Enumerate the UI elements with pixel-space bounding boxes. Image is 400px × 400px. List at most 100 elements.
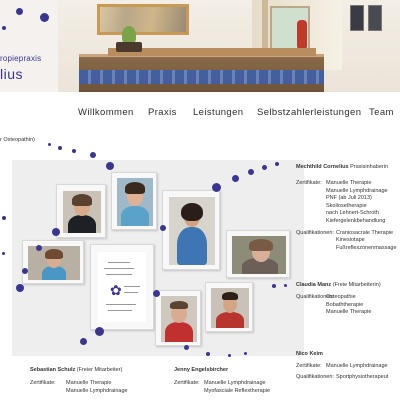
qualification-item: Craniosacrale Therapie [336,229,394,236]
decorative-dot [90,152,96,158]
team-photo [211,288,249,328]
decorative-dot [262,165,267,170]
qualification-item: Osteopathie [326,294,356,301]
decorative-dot [52,228,60,236]
qualification-item: Sportphysiotherapeut [336,373,389,380]
nav-item-team[interactable]: Team [369,107,394,118]
decorative-dot [2,216,6,220]
member-schulz: Sebastian Schulz (Freier Mitarbeiter) Ze… [30,367,160,395]
member-name: Sebastian Schulz [30,367,76,373]
decorative-dot [16,284,24,292]
team-photo [161,296,197,342]
practice-card: ✿ [98,252,146,322]
counter-top [108,48,316,56]
brand-name-line-1[interactable]: ropiepraxis [0,54,42,63]
qualifications-label: Qualifikationen: [296,294,334,301]
wall-painting [97,4,189,35]
decorative-dot [248,169,254,175]
member-cornelius: Mechthild Cornelius Praxisinhaberin Zert… [296,164,400,252]
member-name: Nico Keim [296,351,323,357]
team-photo-collage: ✿ [12,160,304,356]
decorative-dot [244,352,247,355]
qualifications-list: Craniosacrale Therapie Kinesiotape Fußre… [336,230,397,252]
certificate-item: Manuelle Lymphdrainage [326,187,388,194]
decorative-dot [95,327,104,336]
certificate-item: Manuelle Therapie [326,180,372,187]
logo-dot [16,8,23,15]
qualification-item: Fußreflexzonenmassage [336,244,397,251]
nav-item-selbstzahlerleistungen[interactable]: Selbstzahlerleistungen [257,107,362,118]
wall-picture [350,5,364,31]
decorative-dot [58,146,62,150]
photo-frame [226,230,290,278]
certificate-item: Manuelle Lymphdrainage [204,380,266,387]
nav-item-willkommen[interactable]: Willkommen [78,107,134,118]
door-frame [262,0,268,92]
certificate-item: Kiefergelenkbehandlung [326,217,386,224]
photo-frame [155,290,201,346]
certificates-list: Manuelle Lymphdrainage Myofasciale Refle… [204,380,270,395]
team-photo [117,178,153,226]
main-nav: Willkommen Praxis Leistungen Selbstzahle… [0,104,400,124]
member-name: Claudia Manz [296,282,332,288]
desk-lamp [116,42,142,52]
decorative-dot [212,183,221,192]
brand-name-line-2[interactable]: lius [0,66,24,82]
certificate-item: Manuelle Lymphdrainage [326,363,388,370]
red-vase [297,20,307,50]
certificate-item: nach Lehnert-Schroth [326,210,379,217]
team-photo [28,246,80,280]
counter-tiles [79,70,324,84]
decorative-dot [153,290,160,297]
practice-card-frame: ✿ [90,244,154,330]
qualifications-list: Osteopathie Bobaththerapie Manuelle Ther… [326,294,371,316]
photo-frame [56,184,106,238]
certificate-item: PNF (ab Juli 2013) [326,195,372,202]
decorative-dot [284,284,287,287]
decorative-dot [48,143,51,146]
decorative-dot [184,345,189,350]
decorative-dot [275,162,279,166]
nav-item-praxis[interactable]: Praxis [148,107,177,118]
team-photo [232,236,286,274]
qualification-item: Bobaththerapie [326,301,364,308]
member-role: (Freie Mitarbeiterin) [332,282,381,288]
qualification-item: Kinesiotape [336,237,365,244]
certificate-item: Skoliosetherapie [326,202,367,209]
team-photo [169,197,215,265]
decorative-dot [232,175,239,182]
photo-frame [162,190,220,270]
certificates-label: Zertifikate: [296,363,322,370]
member-name: Jenny Engelsbircher [174,367,229,373]
team-photo [63,191,101,233]
member-engelsbircher: Jenny Engelsbircher Zertifikate: Manuell… [174,367,294,395]
certificate-item: Myofasciale Reflextherapie [204,387,271,394]
decorative-dot [80,338,87,345]
decorative-dot [272,284,276,288]
logo-dot [40,13,49,22]
member-keim: Nico Keim Zertifikate: Manuelle Lymphdra… [296,351,400,381]
member-role: (Freier Mitarbeiter) [76,367,123,373]
nav-item-leistungen[interactable]: Leistungen [193,107,244,118]
qualifications-label: Qualifikationen: [296,373,334,380]
member-role: Praxisinhaberin [350,164,389,170]
decorative-dot [2,252,5,255]
certificates-label: Zertifikate: [174,380,200,387]
decorative-dot [72,149,76,153]
certificates-label: Zertifikate: [30,380,56,387]
certificate-item: Manuelle Lymphdrainage [66,387,128,394]
decorative-dot [206,352,210,356]
certificates-list: Manuelle Therapie Manuelle Lymphdrainage… [326,180,388,225]
decorative-dot [160,225,166,231]
member-manz: Claudia Manz (Freie Mitarbeiterin) Quali… [296,282,400,317]
plant [122,26,136,44]
certificate-item: Manuelle Therapie [66,380,112,387]
certificates-list: Manuelle Therapie Manuelle Lymphdrainage [66,380,128,395]
photo-frame [205,282,253,332]
decorative-dot [106,162,114,170]
logo-dot [2,26,6,30]
decorative-dot [36,245,42,251]
certificates-label: Zertifikate: [296,180,322,187]
photo-frame [111,172,157,230]
intro-text: r Osteopathin) [0,137,35,143]
